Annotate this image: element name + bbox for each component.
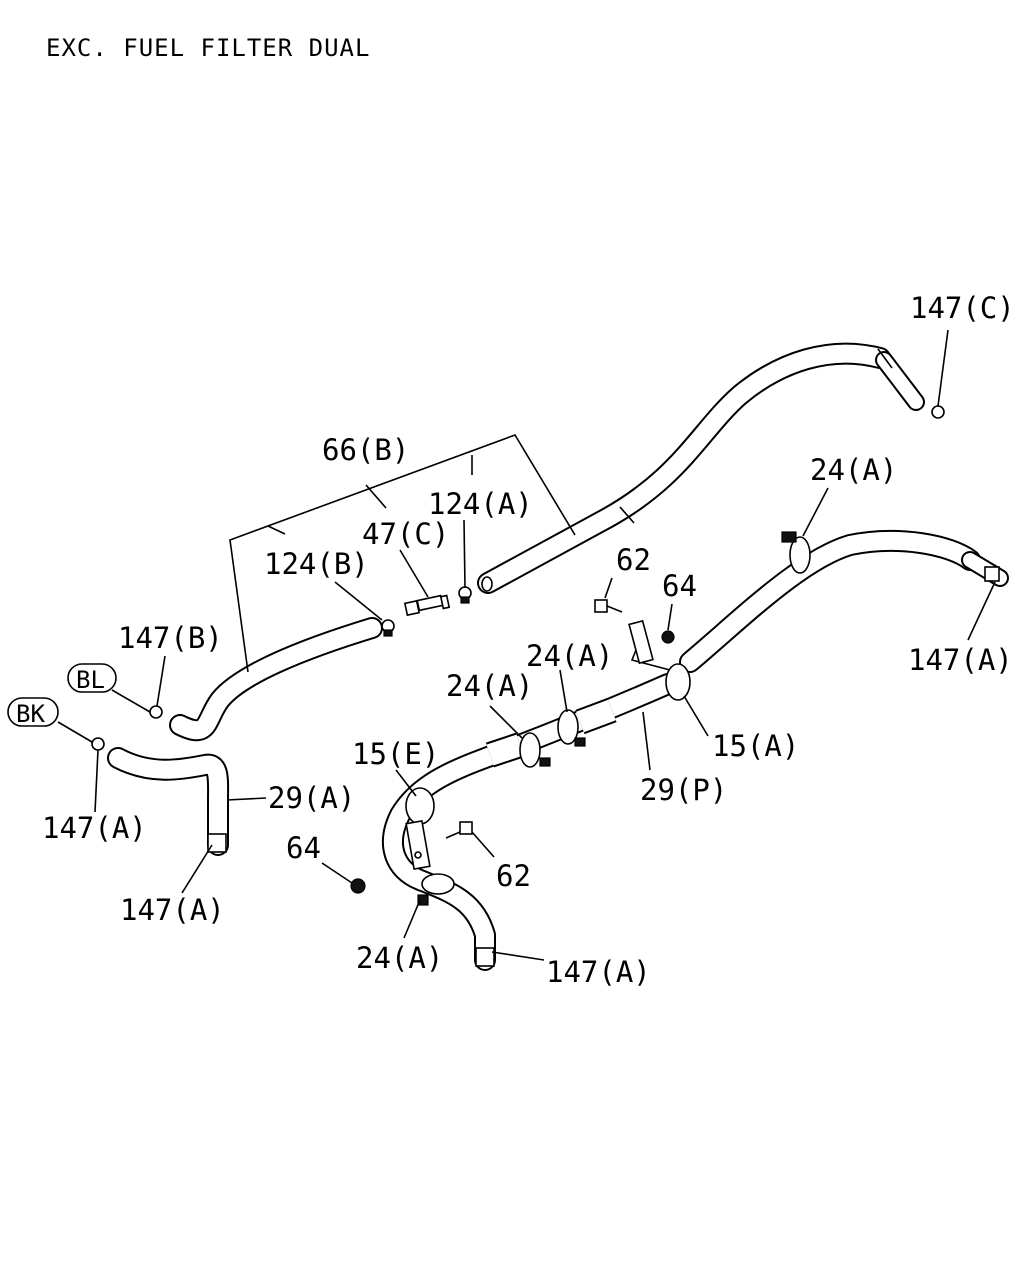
label-24a-mid: 24(A) xyxy=(526,639,613,673)
label-29a: 29(A) xyxy=(268,781,355,815)
label-64-low: 64 xyxy=(286,831,321,865)
hose-66b-upper xyxy=(477,342,925,594)
label-15a: 15(A) xyxy=(712,729,799,763)
label-24a-top: 24(A) xyxy=(810,453,897,487)
label-62-low: 62 xyxy=(496,859,531,893)
diagram-title: EXC. FUEL FILTER DUAL xyxy=(46,34,370,62)
connector-bk-label: BK xyxy=(16,700,45,728)
label-24a-low: 24(A) xyxy=(356,941,443,975)
clamp-147b xyxy=(149,705,163,719)
label-147b: 147(B) xyxy=(118,621,223,655)
leader-lines xyxy=(57,329,996,961)
nut-64-low xyxy=(350,878,366,894)
clip-15e xyxy=(405,787,435,870)
label-147a-right: 147(A) xyxy=(908,643,1013,677)
label-15e: 15(E) xyxy=(352,737,439,771)
label-64-top: 64 xyxy=(662,569,697,603)
clamp-147a-right xyxy=(984,566,1000,582)
label-124a: 124(A) xyxy=(428,487,533,521)
label-147c: 147(C) xyxy=(910,291,1015,325)
bolt-47c xyxy=(403,594,451,617)
connector-bl-label: BL xyxy=(76,666,105,694)
label-124b: 124(B) xyxy=(264,547,369,581)
clamp-24a-left xyxy=(519,732,551,768)
clamp-124a xyxy=(458,586,472,604)
clamp-147a-bk xyxy=(91,737,105,751)
connector-bl-badge: BL xyxy=(67,663,117,694)
clamp-124b xyxy=(381,619,395,637)
nut-64-top xyxy=(661,630,675,644)
hose-29p xyxy=(381,530,1009,971)
label-147a-lower: 147(A) xyxy=(120,893,225,927)
bolt-62-low xyxy=(445,821,473,839)
clip-15a xyxy=(628,619,691,701)
label-47c: 47(C) xyxy=(362,517,449,551)
connector-bk-badge: BK xyxy=(7,697,59,728)
clamp-24a-top xyxy=(781,531,811,574)
clamp-147c xyxy=(931,405,945,419)
hose-29a xyxy=(107,747,230,856)
clamp-24a-mid xyxy=(557,709,586,747)
label-62-top: 62 xyxy=(616,543,651,577)
hose-66b-left xyxy=(169,617,383,742)
label-29p: 29(P) xyxy=(640,773,727,807)
clamp-24a-low xyxy=(417,873,455,906)
group-bracket-66b xyxy=(229,434,576,673)
label-147a-bottom: 147(A) xyxy=(546,955,651,989)
label-66b: 66(B) xyxy=(322,433,409,467)
label-147a-left: 147(A) xyxy=(42,811,147,845)
bolt-62-top xyxy=(594,599,623,613)
label-24a-left: 24(A) xyxy=(446,669,533,703)
